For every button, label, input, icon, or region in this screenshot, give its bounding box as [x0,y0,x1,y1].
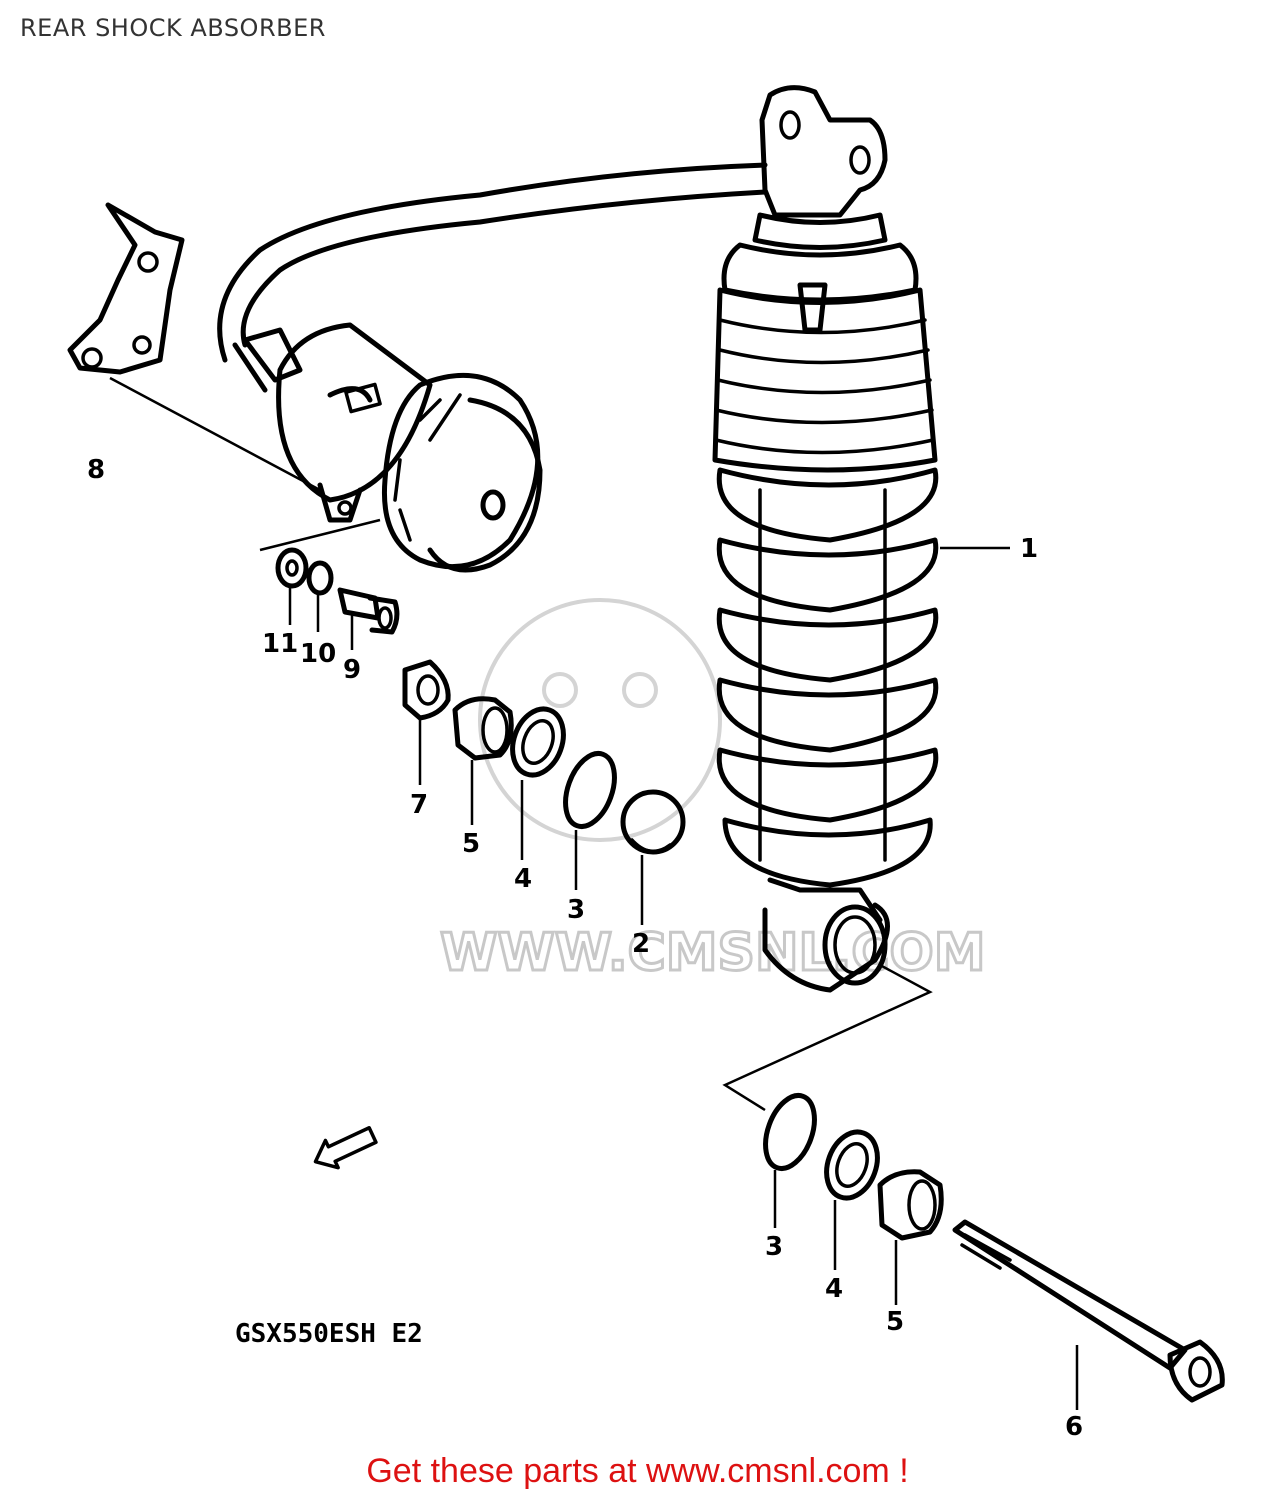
callout-8: 8 [87,455,105,485]
footer-prefix: Get these parts at [366,1452,647,1490]
model-code: GSX550ESH E2 [235,1319,423,1349]
leader-bottom-mount [722,963,933,1112]
callout-3-lower: 3 [765,1232,783,1262]
callout-7: 7 [410,790,428,820]
callout-5-lower: 5 [886,1307,904,1337]
part-11-washer [275,547,309,589]
leader-8-reservoir [109,376,321,492]
part-7-bushing [402,659,451,721]
part-3-oring-lower [763,1093,817,1171]
part-4-bearing [510,706,566,778]
part-5-spacer [452,696,514,761]
callout-labels: 1 2 3 4 5 6 7 8 9 10 11 3 4 5 [87,455,1083,1442]
diagram-title: REAR SHOCK ABSORBER [20,14,326,42]
callout-11: 11 [262,629,298,659]
watermark-text: WWW.CMSNL.COM [440,923,985,983]
footer-link[interactable]: www.cmsnl.com [646,1452,890,1490]
part-8-bracket [67,202,185,375]
part-3-oring [563,751,617,829]
part-6-bolt [952,1219,1225,1403]
leader-mount [259,518,381,552]
reservoir-hose [217,162,768,363]
callout-10: 10 [300,639,336,669]
part-5-spacer-lower [877,1169,944,1241]
callout-6: 6 [1065,1412,1083,1442]
part-9-bolt [337,587,400,635]
part-10-washer [306,560,334,596]
callout-9: 9 [343,655,361,685]
reservoir [232,322,543,573]
callout-2: 2 [632,929,650,959]
callout-5: 5 [462,829,480,859]
part-2-spherical-bearing [620,789,686,855]
fwd-arrow-icon [313,1126,378,1170]
part-4-bearing-lower [824,1129,880,1201]
part-1-shock-absorber [712,85,939,993]
callout-1: 1 [1020,534,1038,564]
callout-3: 3 [567,895,585,925]
callout-4-lower: 4 [825,1274,843,1304]
footer-promo: Get these parts at www.cmsnl.com ! [0,1452,1275,1491]
footer-suffix: ! [889,1452,909,1490]
callout-4: 4 [514,864,532,894]
